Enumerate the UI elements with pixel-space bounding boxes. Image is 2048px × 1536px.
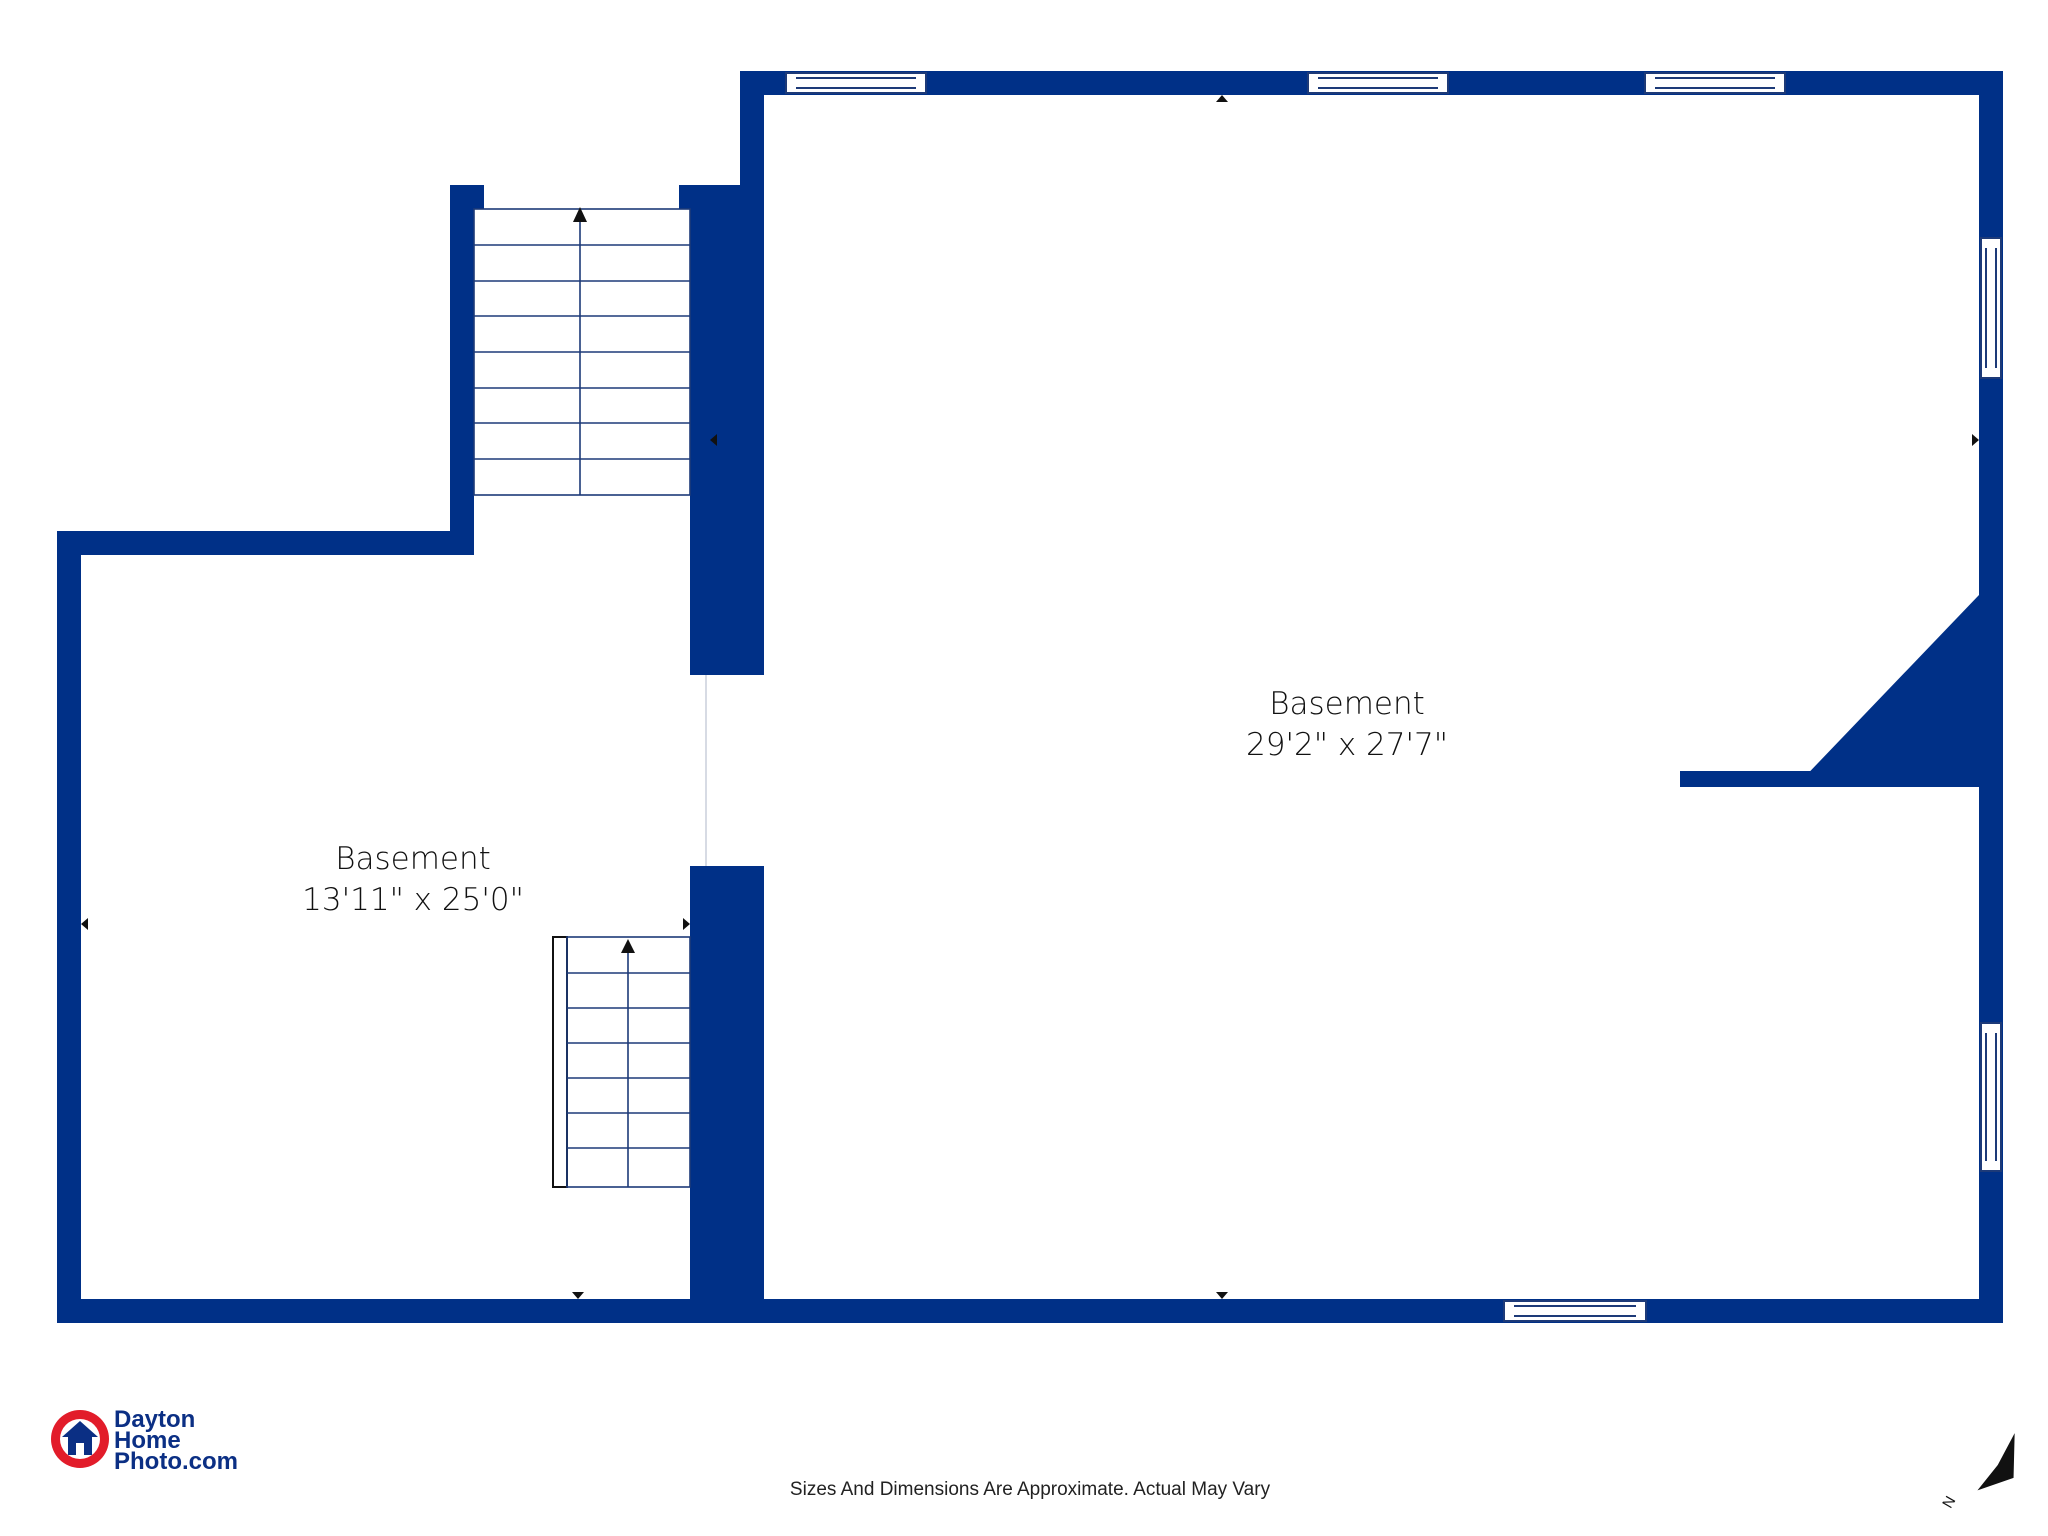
window-top-2 [1307,72,1449,94]
staircase-lower [552,936,691,1188]
windows [785,72,2002,1322]
room-dimensions: 29'2" x 27'7" [1246,727,1448,763]
room-name: Basement [1269,686,1425,722]
staircase-upper-arrow-icon [573,207,587,222]
marker-right-small [683,918,690,930]
wall-small-top [57,531,474,555]
disclaimer-text: Sizes And Dimensions Are Approximate. Ac… [790,1479,1271,1500]
wall-center-upper [690,185,764,675]
marker-left-small [81,918,88,930]
north-arrow-icon: N [1939,1433,2015,1511]
window-right-2 [1980,1022,2002,1172]
staircase-lower-arrow-icon [621,939,635,953]
wall-big-left-upper [740,71,764,187]
room-label-large: Basement 29'2" x 27'7" [1246,686,1448,763]
marker-right-big [1972,434,1979,446]
room-name: Basement [335,841,491,877]
doorway [690,675,764,866]
wall-corner-chimney [1795,595,1979,787]
brand-line-3: Photo.com [114,1448,238,1475]
room-dimensions: 13'11" x 25'0" [302,882,524,918]
wall-stair-top-right [679,185,709,209]
window-top-1 [785,72,927,94]
wall-bottom [57,1299,2003,1323]
marker-left-big [710,434,717,446]
room-label-small: Basement 13'11" x 25'0" [302,841,524,918]
marker-top-big [1216,95,1228,102]
window-right-1 [1980,237,2002,379]
north-label: N [1939,1493,1959,1511]
staircase-upper [473,207,691,496]
staircase-lower-rail [552,936,568,1188]
marker-bottom-small [572,1292,584,1299]
wall-stair-left [450,185,474,554]
brand-line-1: Dayton [114,1406,195,1433]
house-camera-logo-icon [51,1410,109,1468]
marker-bottom-big [1216,1292,1228,1299]
brand-logo: Dayton Home Photo.com [51,1406,238,1475]
brand-line-2: Home [114,1427,181,1454]
walls [57,71,2003,1323]
wall-stair-top-left [450,185,484,209]
window-top-3 [1644,72,1786,94]
wall-center-lower [690,866,764,1323]
window-bottom [1503,1300,1647,1322]
wall-small-left [57,531,81,1323]
doorway-opening [690,675,764,866]
dimension-markers [81,95,1979,1299]
